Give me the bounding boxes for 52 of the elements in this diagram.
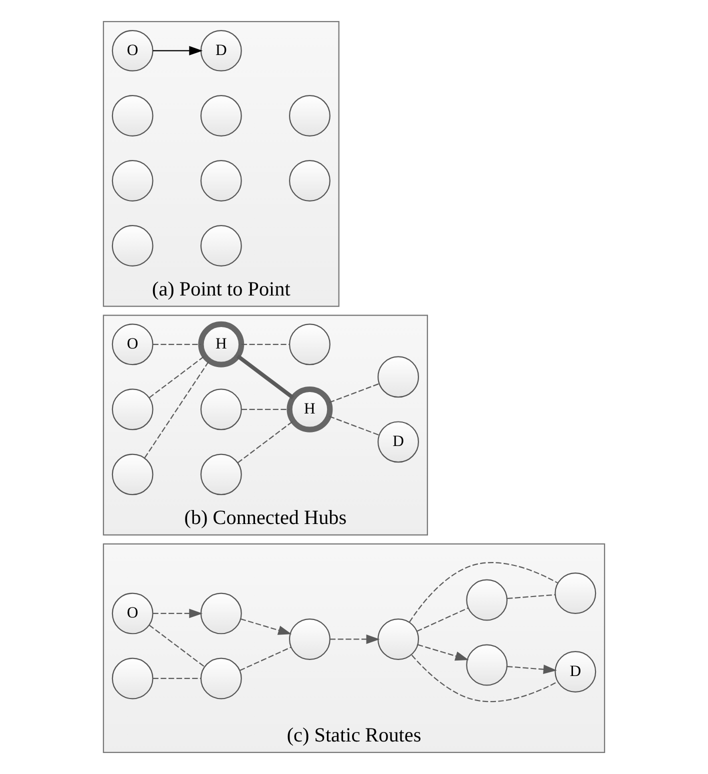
arrow xyxy=(240,618,292,635)
connector xyxy=(240,646,292,672)
connector xyxy=(328,383,380,404)
arrow xyxy=(330,634,380,644)
node-circle xyxy=(112,160,154,202)
connector xyxy=(328,416,380,436)
node-circle xyxy=(288,618,330,660)
node-circle xyxy=(200,658,242,700)
node-circle xyxy=(112,225,154,266)
node-circle xyxy=(112,658,154,700)
node-circle xyxy=(112,388,154,430)
node-circle xyxy=(200,454,242,496)
node-circle xyxy=(288,160,330,202)
connector xyxy=(144,360,210,458)
connector xyxy=(152,344,201,345)
node-circle xyxy=(200,225,242,266)
node-circle: O xyxy=(112,324,154,366)
connector xyxy=(416,607,468,632)
node-circle xyxy=(378,356,420,398)
connector xyxy=(241,344,290,345)
connector xyxy=(409,562,558,622)
connector xyxy=(152,678,201,680)
node-circle xyxy=(112,454,154,496)
connector xyxy=(236,354,294,400)
node-circle xyxy=(466,579,508,621)
node-circle: O xyxy=(112,592,154,634)
node-circle xyxy=(200,592,242,634)
connector xyxy=(411,654,558,702)
arrow xyxy=(152,608,203,618)
node-circle xyxy=(200,160,242,202)
connector xyxy=(148,356,205,398)
node-circle: D xyxy=(554,651,596,692)
node-circle: D xyxy=(378,421,420,463)
node-circle xyxy=(466,644,508,686)
node-circle xyxy=(112,94,154,136)
node-circle xyxy=(378,618,420,660)
arrow xyxy=(507,664,557,674)
node-circle xyxy=(200,94,242,136)
node-circle xyxy=(288,324,330,366)
arrow xyxy=(418,644,469,661)
node-circle: H xyxy=(286,386,333,432)
connector xyxy=(148,624,205,668)
arrow xyxy=(152,46,203,56)
node-circle: O xyxy=(112,30,154,72)
node-circle xyxy=(554,572,596,614)
connector xyxy=(241,408,290,410)
connector xyxy=(237,420,294,464)
node-circle: D xyxy=(200,30,242,72)
node-circle: H xyxy=(198,321,244,368)
node-circle xyxy=(200,388,242,430)
node-circle xyxy=(288,94,330,136)
connector xyxy=(507,594,556,600)
